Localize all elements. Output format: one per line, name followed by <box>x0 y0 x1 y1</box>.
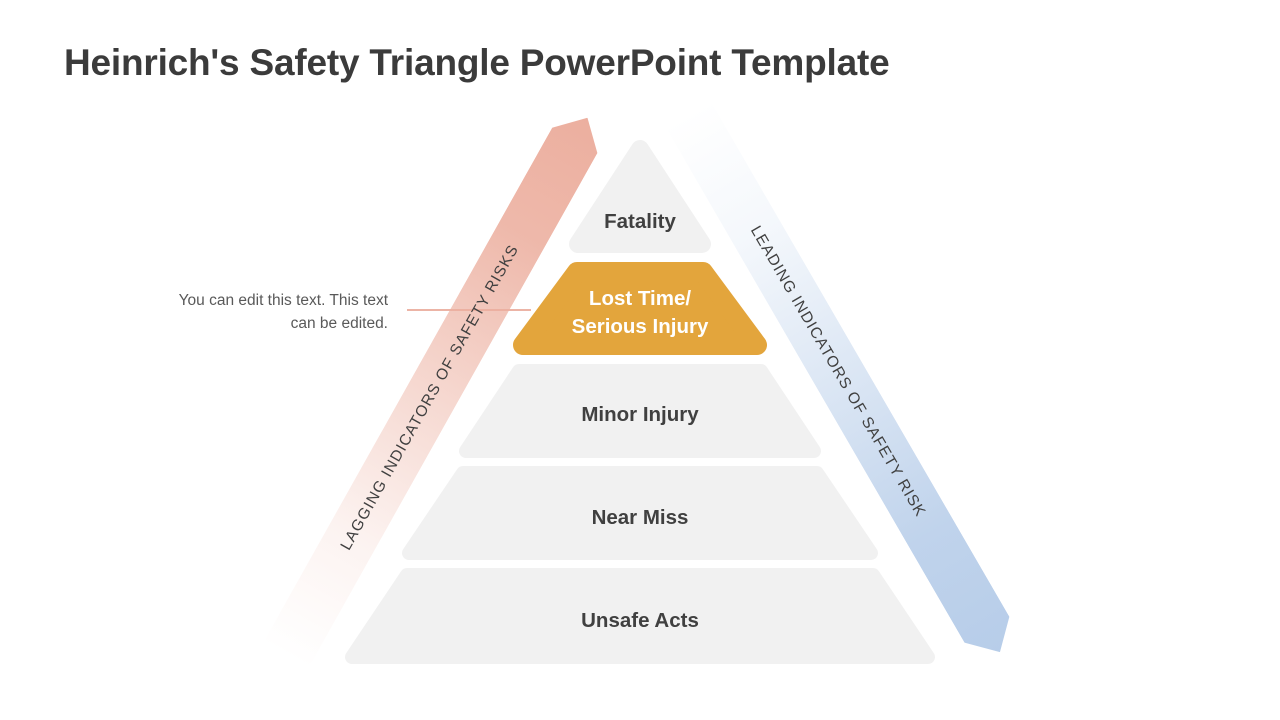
pyramid-label-minor-injury[interactable]: Minor Injury <box>581 403 699 426</box>
slide-title[interactable]: Heinrich's Safety Triangle PowerPoint Te… <box>64 42 890 83</box>
pyramid-label-lost-time-line1[interactable]: Lost Time/ <box>589 287 691 310</box>
pyramid-label-unsafe-acts[interactable]: Unsafe Acts <box>581 609 699 632</box>
pyramid-level-unsafe-acts-shape[interactable] <box>345 568 935 664</box>
pyramid-level-minor-injury-shape[interactable] <box>459 364 821 458</box>
pyramid-level-near-miss-shape[interactable] <box>402 466 878 560</box>
pyramid-level-lost-time-shape[interactable] <box>513 262 767 355</box>
pyramid-level-fatality-shape[interactable] <box>569 140 711 253</box>
annotation-text[interactable]: You can edit this text. This text can be… <box>178 292 388 333</box>
pyramid-label-near-miss[interactable]: Near Miss <box>592 506 689 529</box>
pyramid-label-lost-time-line2[interactable]: Serious Injury <box>572 315 709 338</box>
pyramid-label-fatality[interactable]: Fatality <box>604 210 676 233</box>
